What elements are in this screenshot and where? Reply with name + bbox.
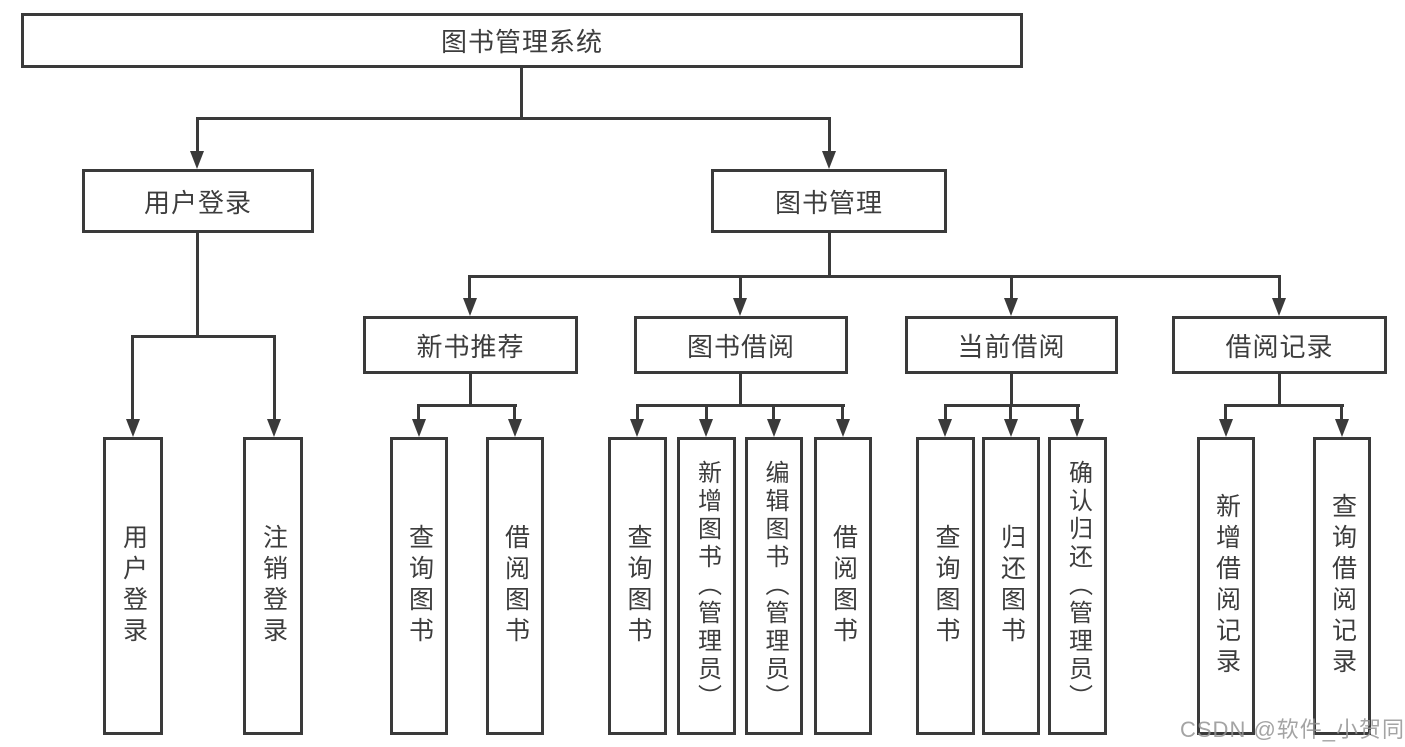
leaf-label: 新增图书（管理员） [693,460,721,712]
arrowhead-down [412,419,426,437]
root-box: 图书管理系统 [21,13,1023,68]
leaf-label: 查询图书 [932,524,960,648]
node-book-borrow: 图书借阅 [634,316,848,374]
node-label: 当前借阅 [957,331,1066,362]
connector-line [636,404,845,407]
leaf-label: 查询图书 [405,524,434,648]
arrowhead-down [767,419,781,437]
connector-line [1278,275,1281,302]
arrowhead-down [836,419,850,437]
leaf-confirm-return-admin: 确认归还（管理员） [1048,437,1107,735]
node-borrow-history: 借阅记录 [1172,316,1387,374]
leaf-label: 归还图书 [997,524,1026,648]
connector-line [196,117,831,120]
arrowhead-down [938,419,952,437]
leaf-query-borrow-record: 查询借阅记录 [1313,437,1371,735]
arrowhead-down [733,298,747,316]
arrowhead-down [1070,419,1084,437]
leaf-logout: 注销登录 [243,437,303,735]
node-label: 借阅记录 [1225,331,1334,362]
node-new-book-recommend: 新书推荐 [363,316,578,374]
connector-line [841,404,844,423]
connector-line [131,335,276,338]
leaf-borrow-books: 借阅图书 [814,437,872,735]
connector-line [273,335,276,423]
leaf-label: 借阅图书 [829,524,858,648]
leaf-return-books: 归还图书 [982,437,1040,735]
connector-line [1010,374,1013,407]
leaf-label: 借阅图书 [501,524,530,648]
arrowhead-down [190,151,204,169]
leaf-label: 编辑图书（管理员） [761,460,788,712]
connector-line [1224,404,1344,407]
connector-line [705,404,708,423]
node-label: 新书推荐 [416,331,525,362]
arrowhead-down [1004,298,1018,316]
connector-line [520,66,523,119]
node-label: 图书管理 [774,187,883,218]
leaf-label: 用户登录 [119,524,148,648]
connector-line [739,374,742,407]
node-label: 图书借阅 [686,331,795,362]
connector-line [1278,374,1281,407]
arrowhead-down [630,419,644,437]
connector-line [1076,404,1079,423]
connector-line [417,404,420,423]
connector-line [1224,404,1227,423]
node-book-management: 图书管理 [711,169,947,233]
leaf-label: 注销登录 [259,524,288,648]
connector-line [944,404,1080,407]
leaf-borrow-books-recommend: 借阅图书 [486,437,544,735]
arrowhead-down [126,419,140,437]
connector-line [196,233,199,338]
connector-line [1010,275,1013,302]
arrowhead-down [508,419,522,437]
root-label: 图书管理系统 [440,27,603,57]
leaf-user-login: 用户登录 [103,437,163,735]
connector-line [469,374,472,407]
connector-line [468,275,471,302]
leaf-add-books-admin: 新增图书（管理员） [677,437,736,735]
connector-line [1009,404,1012,423]
node-label: 用户登录 [143,187,252,218]
leaf-label: 查询借阅记录 [1328,493,1357,679]
connector-line [1340,404,1343,423]
leaf-add-borrow-record: 新增借阅记录 [1197,437,1255,735]
arrowhead-down [1004,419,1018,437]
connector-line [417,404,517,407]
connector-line [131,335,134,423]
arrowhead-down [1272,298,1286,316]
leaf-edit-books-admin: 编辑图书（管理员） [745,437,803,735]
leaf-label: 新增借阅记录 [1212,493,1241,679]
connector-line [944,404,947,423]
csdn-watermark: CSDN @软件_小贺同学 [1180,717,1405,742]
leaf-label: 查询图书 [624,524,652,648]
leaf-query-books-recommend: 查询图书 [390,437,448,735]
leaf-query-books-current: 查询图书 [916,437,975,735]
connector-line [828,233,831,278]
connector-line [828,117,831,155]
arrowhead-down [267,419,281,437]
node-user-login: 用户登录 [82,169,314,233]
arrowhead-down [699,419,713,437]
connector-line [468,275,1281,278]
connector-line [772,404,775,423]
connector-line [739,275,742,302]
node-current-borrow: 当前借阅 [905,316,1118,374]
leaf-label: 确认归还（管理员） [1064,460,1092,712]
arrowhead-down [1219,419,1233,437]
arrowhead-down [463,298,477,316]
arrowhead-down [822,151,836,169]
connector-line [513,404,516,423]
connector-line [196,117,199,155]
connector-line [636,404,639,423]
leaf-query-books-borrow: 查询图书 [608,437,667,735]
arrowhead-down [1335,419,1349,437]
